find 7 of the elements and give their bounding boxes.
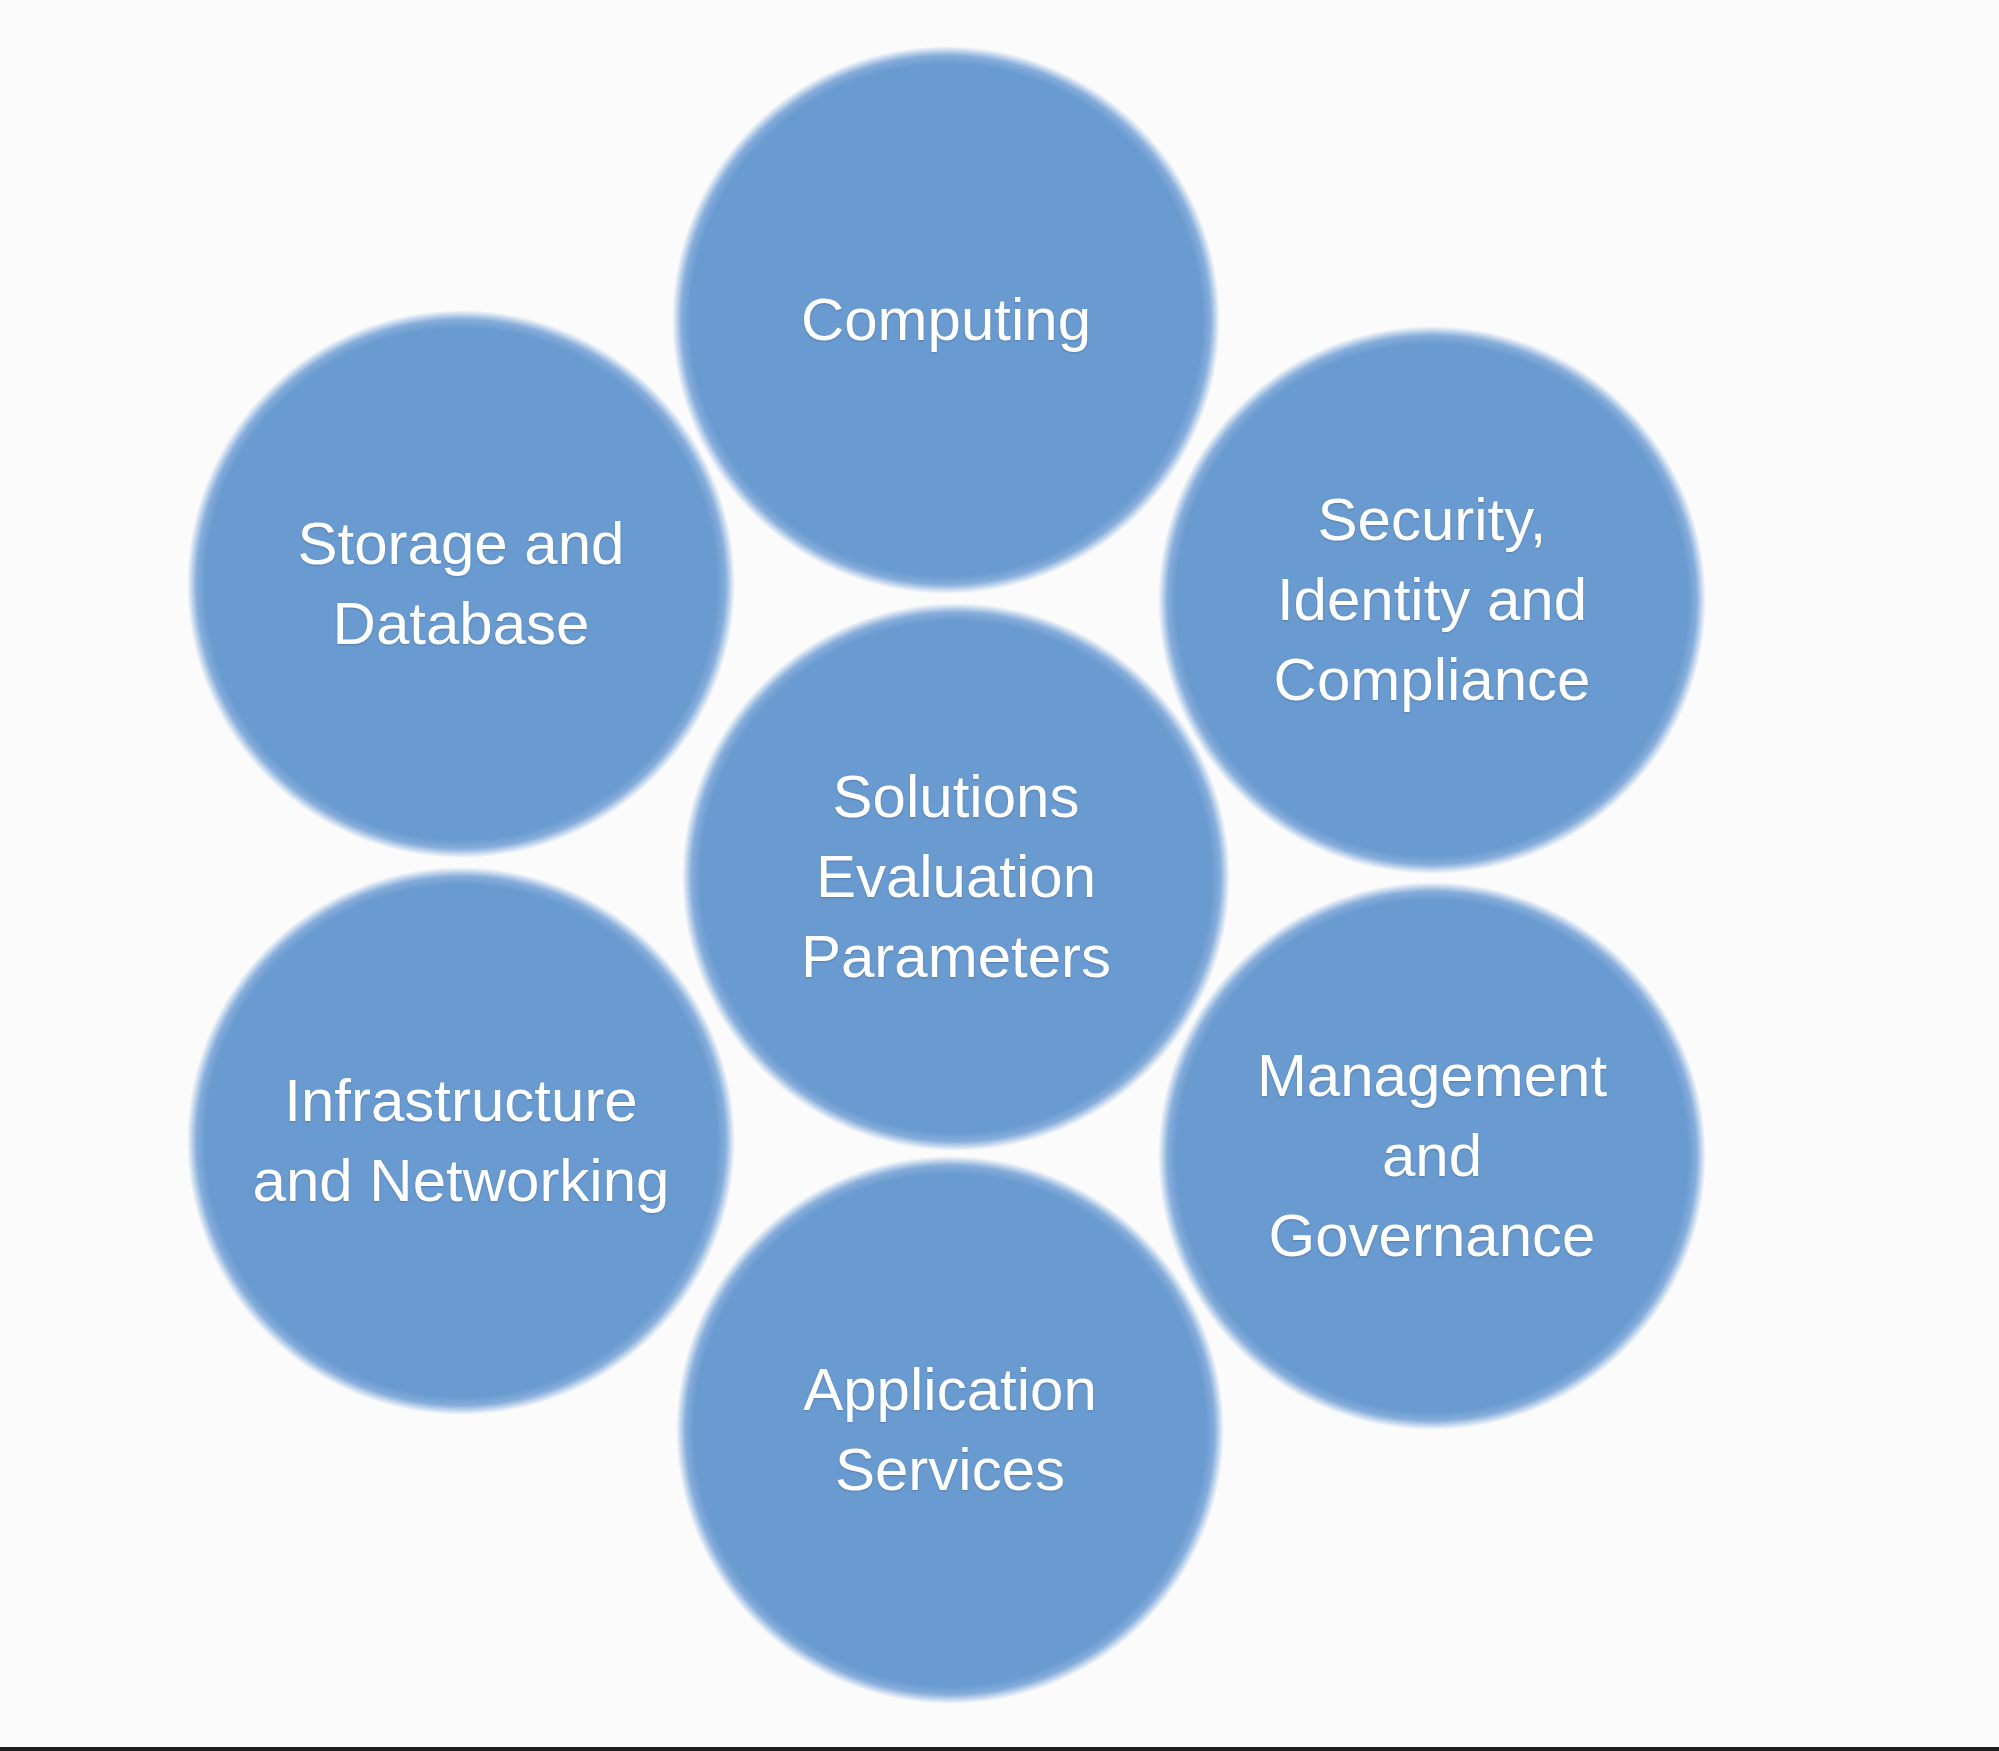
category-label: Computing: [800, 285, 1092, 355]
category-label: Solutions Evaluation Parameters: [799, 762, 1113, 992]
category-label: Application Services: [802, 1355, 1098, 1505]
category-label: Infrastructure and Networking: [251, 1066, 671, 1216]
category-label: Security, Identity and Compliance: [1272, 485, 1592, 715]
category-label: Management and Governance: [1255, 1041, 1609, 1271]
category-label: Storage and Database: [296, 509, 626, 659]
